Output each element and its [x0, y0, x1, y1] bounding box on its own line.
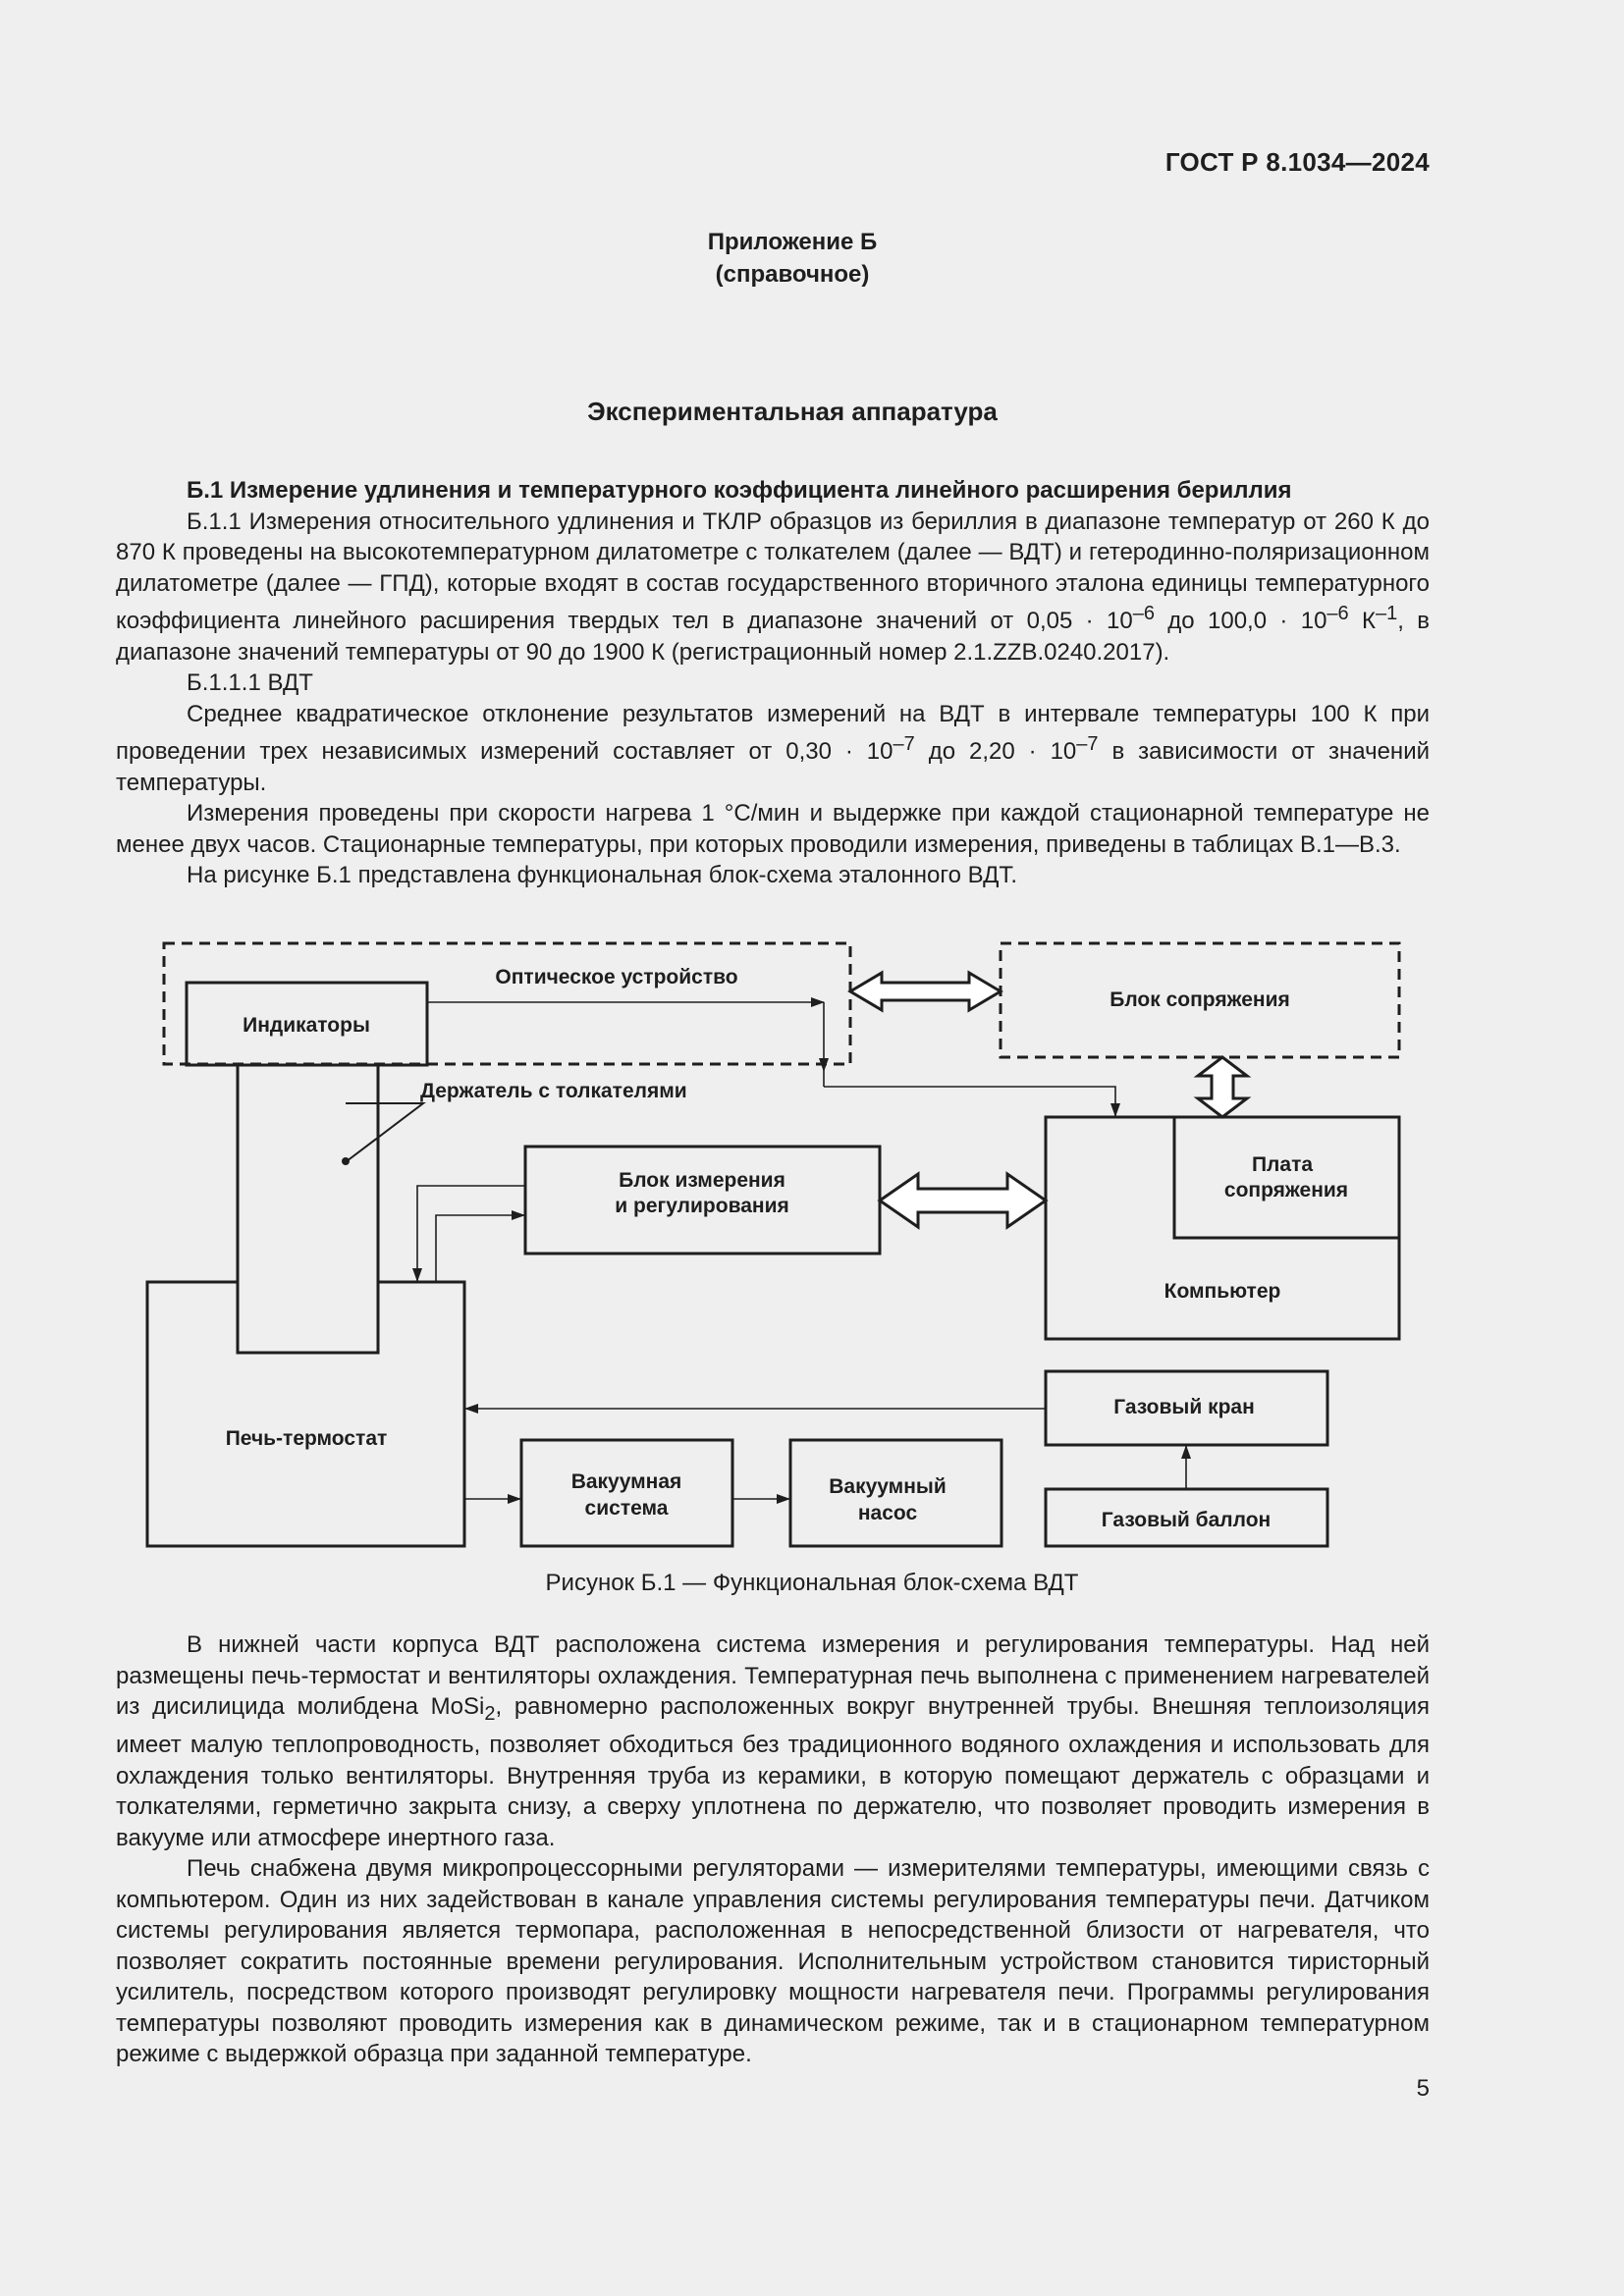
optical-device-label: Оптическое устройство [495, 966, 737, 988]
board-label-1: Плата [1252, 1153, 1313, 1176]
paragraph: Среднее квадратическое отклонение резуль… [116, 700, 1430, 796]
block-diagram: Оптическое устройство Индикаторы Блок со… [145, 941, 1401, 1548]
computer-label: Компьютер [1164, 1280, 1281, 1303]
interface-unit-box [999, 941, 1401, 1059]
interface-unit-label: Блок сопряжения [1110, 988, 1289, 1011]
furnace-label: Печь-термостат [226, 1427, 388, 1450]
holder-column [236, 1063, 380, 1355]
paragraph: Б.1.1.1 ВДТ [187, 669, 313, 696]
figure-caption: Рисунок Б.1 — Функциональная блок-схема … [545, 1570, 1079, 1596]
holder-leader-dot [342, 1157, 350, 1165]
paragraph: В нижней части корпуса ВДТ расположена с… [116, 1631, 1430, 1851]
furnace-outline [145, 1280, 466, 1548]
vacuum-system-box [519, 1438, 734, 1548]
measure-computer-double-arrow [877, 1171, 1049, 1230]
optics-to-computer-arrow [824, 1086, 1120, 1117]
vacuum-pump-label-1: Вакуумный [829, 1475, 947, 1498]
paragraph: На рисунке Б.1 представлена функциональн… [187, 862, 1018, 888]
paragraph: Б.1.1 Измерения относительного удлинения… [116, 507, 1431, 666]
text-block-top: Б.1 Измерение удлинения и температурного… [116, 475, 1430, 891]
paragraph: Измерения проведены при скорости нагрева… [116, 800, 1430, 858]
measure-unit-label-1: Блок измерения [619, 1169, 785, 1192]
appendix-heading: Приложение Б (справочное) [0, 226, 1585, 291]
board-box [1172, 1115, 1401, 1240]
vacuum-pump-label-2: насос [858, 1502, 918, 1524]
section-title: Экспериментальная аппаратура [587, 397, 998, 426]
board-label-2: сопряжения [1224, 1179, 1348, 1201]
vacuum-system-label-2: система [585, 1497, 669, 1520]
measure-to-furnace-arrow [412, 1185, 525, 1282]
appendix-title: Приложение Б [707, 229, 878, 255]
interface-board-double-arrow [1193, 1055, 1252, 1119]
page-number: 5 [1416, 2075, 1430, 2102]
measure-unit-label-2: и регулирования [615, 1195, 788, 1217]
sub-heading: Б.1 Измерение удлинения и температурного… [187, 477, 1292, 504]
optics-interface-double-arrow [847, 970, 1003, 1013]
computer-box [1044, 1115, 1401, 1341]
optical-device-box [162, 941, 852, 1066]
vacuum-system-label-1: Вакуумная [571, 1470, 682, 1493]
appendix-subtitle: (справочное) [715, 261, 870, 288]
paragraph: Печь снабжена двумя микропроцессорными р… [116, 1855, 1430, 2068]
gas-valve-label: Газовый кран [1113, 1396, 1255, 1418]
vacuum-pump-box [788, 1438, 1003, 1548]
holder-label: Держатель с толкателями [420, 1080, 687, 1102]
furnace-to-measure-arrow [435, 1210, 525, 1281]
document-code: ГОСТ Р 8.1034—2024 [1164, 147, 1430, 177]
gas-cylinder-label: Газовый баллон [1102, 1509, 1271, 1531]
holder-leader-line [346, 1102, 426, 1162]
indicators-label: Индикаторы [243, 1014, 370, 1037]
text-block-bottom: В нижней части корпуса ВДТ расположена с… [116, 1629, 1430, 2070]
